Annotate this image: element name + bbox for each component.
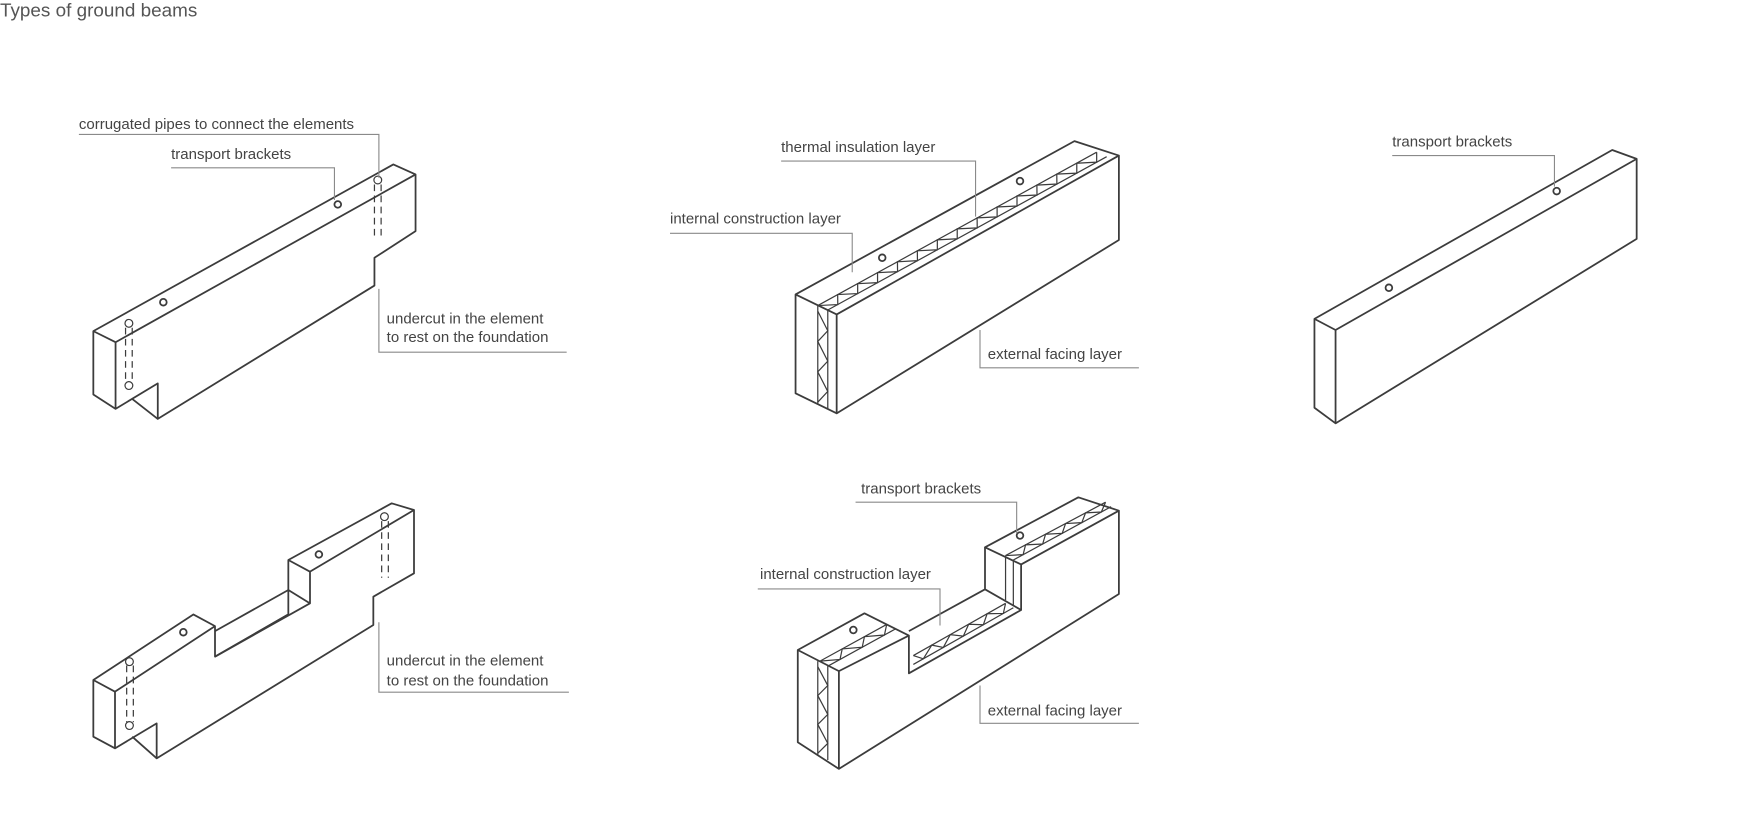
- insulation-zigzag: [819, 624, 888, 662]
- label-external-facing: external facing layer: [988, 703, 1122, 720]
- beam-2-illustration: thermal insulation layer internal constr…: [670, 139, 1139, 415]
- label-undercut: undercut in the element: [387, 310, 545, 327]
- page-title: Types of ground beams: [0, 1, 197, 22]
- label-transport-brackets: transport brackets: [171, 146, 291, 163]
- transport-bracket-icon: [878, 253, 887, 262]
- insulation-zigzag: [817, 310, 829, 403]
- transport-bracket-icon: [179, 628, 188, 637]
- label-internal-construction: internal construction layer: [760, 566, 931, 583]
- transport-bracket-icon: [314, 550, 324, 559]
- label-transport-brackets: transport brackets: [1392, 134, 1512, 151]
- transport-bracket-icon: [849, 625, 858, 635]
- transport-bracket-icon: [1015, 176, 1025, 186]
- label-external-facing: external facing layer: [988, 346, 1122, 363]
- label-undercut-2: to rest on the foundation: [387, 673, 549, 690]
- label-thermal-insulation: thermal insulation layer: [781, 139, 935, 156]
- transport-bracket-icon: [159, 298, 168, 307]
- label-corrugated-pipes: corrugated pipes to connect the elements: [79, 116, 354, 133]
- transport-bracket-icon: [333, 200, 342, 209]
- beam-3-illustration: transport brackets: [1313, 134, 1638, 425]
- insulation-zigzag: [817, 666, 829, 754]
- beam-1-illustration: corrugated pipes to connect the elements…: [79, 116, 567, 420]
- corrugated-pipe: [124, 184, 382, 384]
- label-undercut: undercut in the element: [387, 653, 545, 670]
- beam-5-illustration: transport brackets internal construction…: [757, 480, 1139, 770]
- corrugated-pipe: [126, 521, 389, 723]
- label-transport-brackets: transport brackets: [861, 480, 981, 497]
- transport-bracket-icon: [1384, 283, 1394, 292]
- transport-bracket-icon: [1552, 186, 1561, 196]
- label-internal-construction: internal construction layer: [670, 210, 841, 227]
- beam-4-illustration: undercut in the element to rest on the f…: [92, 502, 569, 760]
- insulation-zigzag: [817, 152, 1098, 307]
- insulation-zigzag: [913, 603, 1007, 660]
- transport-bracket-icon: [1015, 531, 1025, 540]
- label-undercut-2: to rest on the foundation: [387, 329, 549, 346]
- insulation-zigzag: [1005, 501, 1107, 557]
